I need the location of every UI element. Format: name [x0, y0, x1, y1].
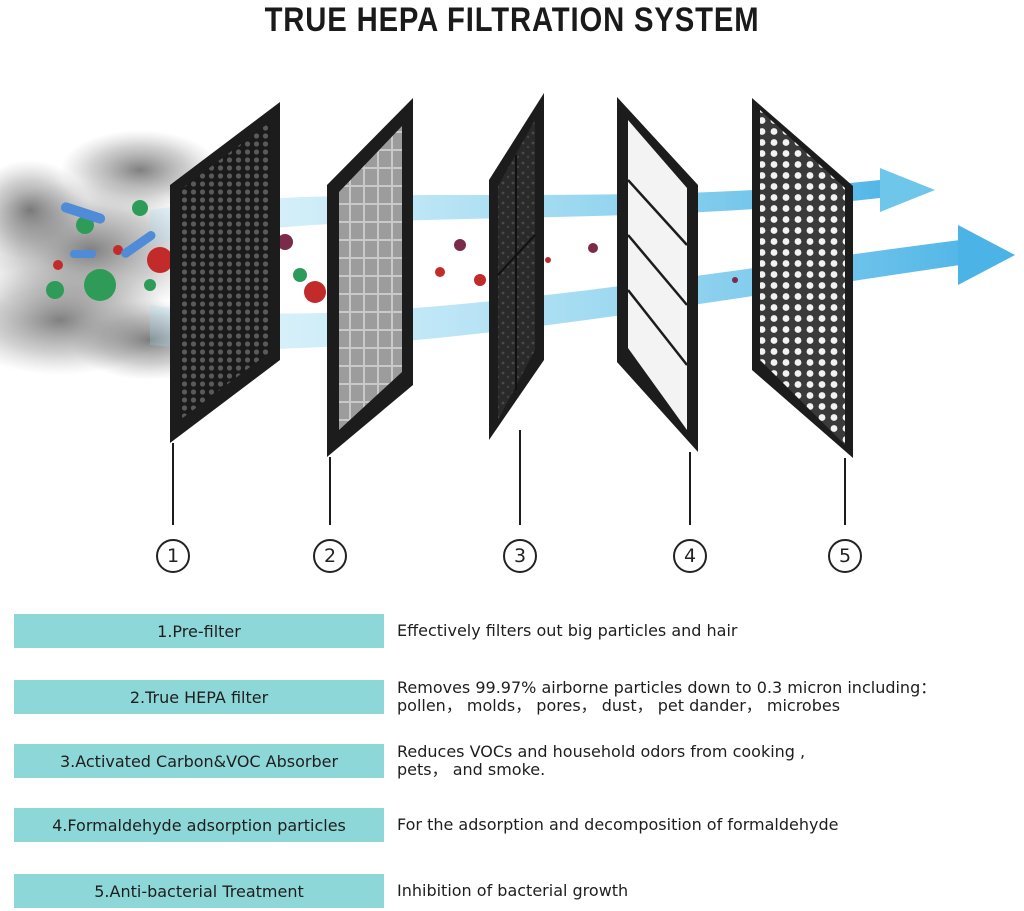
- filter-panel-2: [327, 98, 413, 457]
- layer-label: 2.True HEPA filter: [14, 680, 384, 714]
- pollutant-particles: [46, 200, 738, 303]
- layer-label: 5.Anti-bacterial Treatment: [14, 874, 384, 908]
- filter-panel-3: [489, 93, 544, 440]
- layer-marker-5: 5: [828, 539, 862, 573]
- layer-row: 4.Formaldehyde adsorption particles For …: [0, 808, 1024, 842]
- description-line: Effectively filters out big particles an…: [397, 621, 738, 640]
- page-title: TRUE HEPA FILTRATION SYSTEM: [264, 1, 760, 39]
- layer-description: For the adsorption and decomposition of …: [397, 808, 1007, 842]
- layer-marker-4: 4: [673, 539, 707, 573]
- description-line: Removes 99.97% airborne particles down t…: [397, 678, 937, 697]
- layer-marker-1: 1: [156, 539, 190, 573]
- filter-layers-diagram: [0, 93, 1015, 525]
- layer-marker-2: 2: [313, 539, 347, 573]
- layer-row: 1.Pre-filter Effectively filters out big…: [0, 614, 1024, 648]
- filter-panel-4: [617, 97, 698, 452]
- layer-description: Reduces VOCs and household odors from co…: [397, 742, 1007, 779]
- layer-marker-3: 3: [503, 539, 537, 573]
- callout-lines: [172, 430, 846, 525]
- description-line: pets， and smoke.: [397, 760, 546, 779]
- layer-description: Inhibition of bacterial growth: [397, 874, 1007, 908]
- description-line: For the adsorption and decomposition of …: [397, 815, 839, 834]
- layer-description: Removes 99.97% airborne particles down t…: [397, 678, 1007, 715]
- layer-row: 2.True HEPA filter Removes 99.97% airbor…: [0, 678, 1024, 715]
- layer-label: 4.Formaldehyde adsorption particles: [14, 808, 384, 842]
- layer-label: 1.Pre-filter: [14, 614, 384, 648]
- description-line: Reduces VOCs and household odors from co…: [397, 742, 806, 761]
- filter-panel-1: [170, 102, 280, 443]
- description-line: pollen， molds， pores， dust， pet dander， …: [397, 696, 841, 715]
- layer-label: 3.Activated Carbon&VOC Absorber: [14, 744, 384, 778]
- layer-row: 5.Anti-bacterial Treatment Inhibition of…: [0, 874, 1024, 908]
- filter-panel-5: [752, 98, 853, 458]
- description-line: Inhibition of bacterial growth: [397, 881, 629, 900]
- layer-row: 3.Activated Carbon&VOC Absorber Reduces …: [0, 742, 1024, 779]
- layer-description: Effectively filters out big particles an…: [397, 614, 1007, 648]
